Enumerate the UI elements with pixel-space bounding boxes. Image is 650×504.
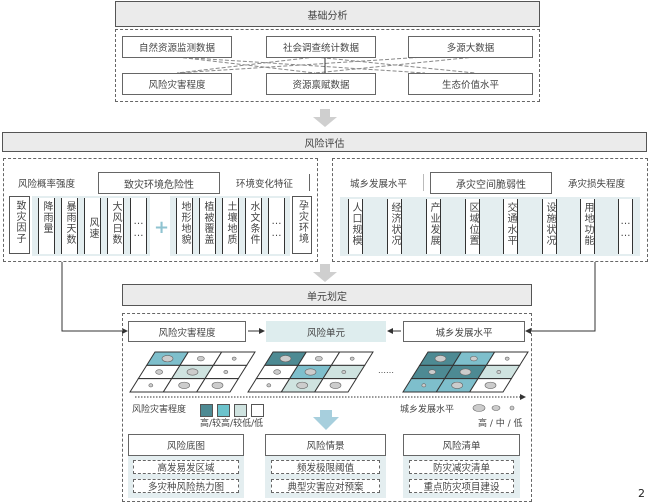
legend-disaster-label: 风险灾害程度	[132, 405, 187, 415]
legend-swatches	[200, 402, 268, 421]
down-arrow-icon	[313, 109, 337, 127]
risk-assessment-header: 风险评估	[2, 132, 647, 152]
output-item: 高发易发区域	[133, 460, 239, 474]
development-marker	[211, 381, 224, 389]
environment-change-label: 环境变化特征	[236, 179, 294, 190]
item-facilities: 设施状况	[542, 199, 557, 254]
basic-analysis-header: 基础分析	[115, 1, 540, 27]
output-item: 多灾种风险热力图	[133, 479, 239, 493]
development-marker	[155, 369, 163, 375]
vulnerability-group	[332, 158, 648, 262]
swatch-high	[200, 404, 213, 417]
output-item: 重点防灾项目建设	[409, 479, 514, 493]
env-terrain: 地形地貌	[176, 198, 193, 254]
development-marker	[459, 368, 472, 376]
unit-group	[122, 313, 532, 502]
development-marker	[197, 356, 205, 362]
development-marker	[434, 355, 447, 363]
disaster-degree-box: 风险灾害程度	[128, 321, 246, 342]
legend-disaster-levels: 高/较高/较低/低	[200, 419, 264, 429]
item-traffic: 交通水平	[503, 199, 518, 254]
development-marker	[178, 381, 190, 389]
development-marker	[148, 383, 154, 388]
disaster-environment-box: 孕灾环境	[292, 196, 312, 254]
page-number: 2	[638, 487, 645, 500]
urban-rural-box: 城乡发展水平	[403, 321, 525, 342]
social-survey-data: 社会调查统计数据	[266, 36, 376, 58]
factor-rainstorm-days: 暴雨天数	[61, 198, 78, 254]
development-marker	[428, 369, 436, 375]
factor-wind-speed: 风速	[84, 198, 101, 254]
development-marker	[279, 355, 292, 363]
legend-ellipses	[472, 404, 515, 412]
development-marker	[504, 356, 510, 361]
risk-list-box: 风险清单	[403, 434, 520, 456]
grid-ellipsis: ……	[378, 366, 394, 375]
item-industry: 产业发展	[426, 199, 441, 254]
env-soil-geology: 土壤地质	[222, 198, 239, 254]
down-arrow-icon	[313, 410, 339, 430]
development-marker	[349, 356, 355, 361]
basic-data-group	[115, 29, 540, 102]
vulnerability-box: 承灾空间脆弱性	[430, 172, 552, 194]
env-vegetation: 植被覆盖	[199, 198, 216, 254]
output-item: 频发极限阈值	[271, 460, 380, 474]
development-marker	[186, 368, 199, 376]
urban-rural-level-label: 城乡发展水平	[350, 179, 408, 190]
hazard-environment-box: 致灾环境危险性	[98, 172, 220, 194]
development-marker	[484, 381, 497, 389]
ecological-value-level: 生态价值水平	[408, 73, 533, 95]
development-marker	[304, 368, 317, 376]
item-land-use: 用地功能	[580, 199, 595, 254]
development-marker	[451, 381, 463, 389]
factor-more: ……	[130, 198, 147, 254]
development-marker	[266, 383, 272, 388]
output-item: 典型灾害应对预案	[271, 479, 380, 493]
factor-rainfall: 降雨量	[38, 198, 55, 254]
natural-resource-data: 自然资源监测数据	[122, 36, 232, 58]
item-population: 人口规模	[348, 199, 363, 254]
development-marker	[315, 356, 323, 362]
divider	[423, 174, 424, 191]
legend-urban-levels: 高 / 中 / 低	[478, 419, 523, 429]
swatch-mid-high	[217, 404, 230, 417]
down-arrow-icon	[313, 264, 337, 282]
risk-scenario-box: 风险情景	[265, 434, 386, 456]
hazard-factor-box: 致灾因子	[9, 196, 30, 254]
development-marker	[470, 356, 478, 362]
risk-probability-label: 风险概率强度	[18, 179, 76, 190]
development-marker	[161, 355, 174, 363]
risk-disaster-degree: 风险灾害程度	[122, 73, 232, 95]
hazard-group	[3, 158, 318, 262]
divider	[309, 174, 310, 191]
resource-endowment-data: 资源禀赋数据	[266, 73, 376, 95]
risk-unit-box: 风险单元	[266, 321, 386, 342]
env-more: ……	[268, 198, 285, 254]
item-economy: 经济状况	[387, 199, 402, 254]
development-marker	[296, 381, 308, 389]
plus-icon: +	[154, 217, 170, 238]
swatch-low	[251, 404, 264, 417]
env-hydrology: 水文条件	[245, 198, 262, 254]
risk-basemap-box: 风险底图	[128, 434, 244, 456]
factor-gale-days: 大风日数	[107, 198, 124, 254]
multisource-big-data: 多源大数据	[408, 36, 533, 58]
item-more: ……	[618, 199, 633, 254]
swatch-mid-low	[234, 404, 247, 417]
development-marker	[341, 370, 347, 374]
development-marker	[421, 383, 427, 388]
unit-delineation-header: 单元划定	[122, 284, 532, 306]
data-crosslinks	[176, 56, 476, 74]
development-marker	[223, 370, 229, 374]
development-marker	[329, 381, 342, 389]
development-marker	[231, 356, 237, 361]
development-marker	[273, 369, 281, 375]
item-location: 区域位置	[465, 199, 480, 254]
development-marker	[496, 370, 502, 374]
output-item: 防灾减灾清单	[409, 460, 514, 474]
loss-degree-label: 承灾损失程度	[568, 179, 626, 190]
legend-urban-label: 城乡发展水平	[400, 405, 455, 415]
